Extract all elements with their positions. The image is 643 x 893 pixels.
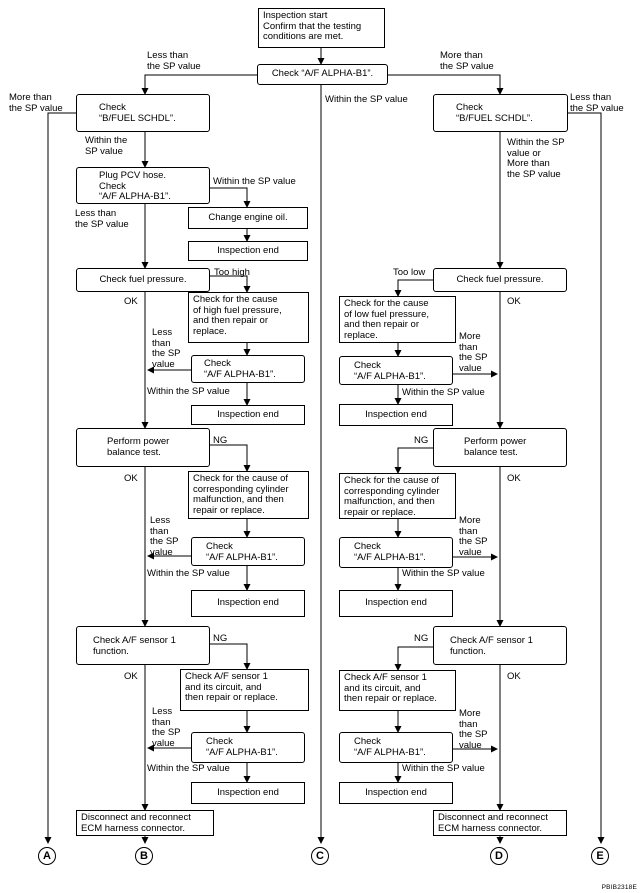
left-disconnect-box: Disconnect and reconnect ECM harness con… <box>76 810 214 836</box>
label-left-ng-2: NG <box>213 633 228 644</box>
figure-id: PBIB2318E <box>601 884 637 891</box>
high-fuel-pressure-box: Check for the cause of high fuel pressur… <box>188 292 309 343</box>
left-inspection-end-3: Inspection end <box>191 590 305 617</box>
right-inspection-end-2: Inspection end <box>339 590 453 617</box>
label-right-more-than-stack-1: More than the SP value <box>459 331 488 374</box>
left-inspection-end-4: Inspection end <box>191 782 305 804</box>
right-power-balance-box: Perform power balance test. <box>433 428 567 467</box>
label-right-ok-1: OK <box>507 296 521 307</box>
label-within-sp-pcv: Within the SP value <box>213 176 296 187</box>
label-left-less-than-stack-1: Less than the SP value <box>152 327 181 370</box>
left-check-alpha-box-2: Check “A/F ALPHA-B1”. <box>191 537 305 566</box>
label-too-low: Too low <box>393 267 426 278</box>
right-check-schdl-box: Check “B/FUEL SCHDL”. <box>433 94 568 132</box>
right-check-fuel-pressure-box: Check fuel pressure. <box>433 268 567 292</box>
label-right-more-than-stack-3: More than the SP value <box>459 708 488 751</box>
left-power-balance-box: Perform power balance test. <box>76 428 210 467</box>
label-right-ok-3: OK <box>507 671 521 682</box>
terminal-c: C <box>311 847 329 865</box>
label-left-within-sp: Within the SP value <box>85 135 128 157</box>
label-left-less-than-stack-2: Less than the SP value <box>150 515 179 558</box>
left-check-alpha-box-1: Check “A/F ALPHA-B1”. <box>191 355 305 383</box>
left-check-alpha-box-3: Check “A/F ALPHA-B1”. <box>191 732 305 763</box>
label-right-more-than-stack-2: More than the SP value <box>459 515 488 558</box>
label-right-ng-1: NG <box>414 435 429 446</box>
label-more-than-sp-far-left: More than the SP value <box>9 92 63 114</box>
left-check-af-sensor-box: Check A/F sensor 1 function. <box>76 626 210 665</box>
terminal-e: E <box>591 847 609 865</box>
label-left-ok-2: OK <box>124 473 138 484</box>
left-inspection-end-2: Inspection end <box>191 405 305 425</box>
label-right-within-sp-3: Within the SP value <box>402 763 485 774</box>
label-right-ng-2: NG <box>414 633 429 644</box>
low-fuel-pressure-box: Check for the cause of low fuel pressure… <box>339 296 456 343</box>
terminal-b: B <box>135 847 153 865</box>
label-left-within-sp-2: Within the SP value <box>147 568 230 579</box>
right-cylinder-box: Check for the cause of corresponding cyl… <box>339 473 456 519</box>
label-right-within-sp-2: Within the SP value <box>402 568 485 579</box>
left-af-sensor-repair-box: Check A/F sensor 1 and its circuit, and … <box>180 669 309 711</box>
label-left-within-sp-3: Within the SP value <box>147 763 230 774</box>
left-check-schdl-box: Check “B/FUEL SCHDL”. <box>76 94 210 132</box>
change-engine-oil-box: Change engine oil. <box>188 207 308 229</box>
label-left-ok-1: OK <box>124 296 138 307</box>
terminal-a: A <box>38 847 56 865</box>
label-right-within-or-more: Within the SP value or More than the SP … <box>507 137 565 180</box>
inspection-start-box: Inspection start Confirm that the testin… <box>258 8 385 48</box>
right-af-sensor-repair-box: Check A/F sensor 1 and its circuit, and … <box>339 670 456 711</box>
left-inspection-end-1: Inspection end <box>188 241 308 261</box>
plug-pcv-box: Plug PCV hose. Check “A/F ALPHA-B1”. <box>76 167 210 204</box>
label-right-within-sp-1: Within the SP value <box>402 387 485 398</box>
left-cylinder-box: Check for the cause of corresponding cyl… <box>188 471 309 519</box>
label-less-than-sp-far-right: Less than the SP value <box>570 92 624 114</box>
label-more-than-sp-top: More than the SP value <box>440 50 494 72</box>
label-less-than-sp-top: Less than the SP value <box>147 50 201 72</box>
right-check-af-sensor-box: Check A/F sensor 1 function. <box>433 626 567 665</box>
right-check-alpha-box-3: Check “A/F ALPHA-B1”. <box>339 732 453 763</box>
label-left-less-than-stack-3: Less than the SP value <box>152 706 181 749</box>
right-inspection-end-1: Inspection end <box>339 404 453 426</box>
label-less-than-sp-pcv: Less than the SP value <box>75 208 129 230</box>
label-right-ok-2: OK <box>507 473 521 484</box>
check-alpha-top-box: Check “A/F ALPHA-B1”. <box>257 64 388 85</box>
terminal-d: D <box>490 847 508 865</box>
label-left-within-sp-1: Within the SP value <box>147 386 230 397</box>
label-left-ng-1: NG <box>213 435 228 446</box>
right-inspection-end-3: Inspection end <box>339 782 453 804</box>
label-within-sp-center: Within the SP value <box>325 94 408 105</box>
label-left-ok-3: OK <box>124 671 138 682</box>
right-disconnect-box: Disconnect and reconnect ECM harness con… <box>433 810 567 836</box>
label-too-high: Too high <box>214 267 250 278</box>
right-check-alpha-box-1: Check “A/F ALPHA-B1”. <box>339 356 453 385</box>
left-check-fuel-pressure-box: Check fuel pressure. <box>76 268 210 292</box>
right-check-alpha-box-2: Check “A/F ALPHA-B1”. <box>339 537 453 568</box>
